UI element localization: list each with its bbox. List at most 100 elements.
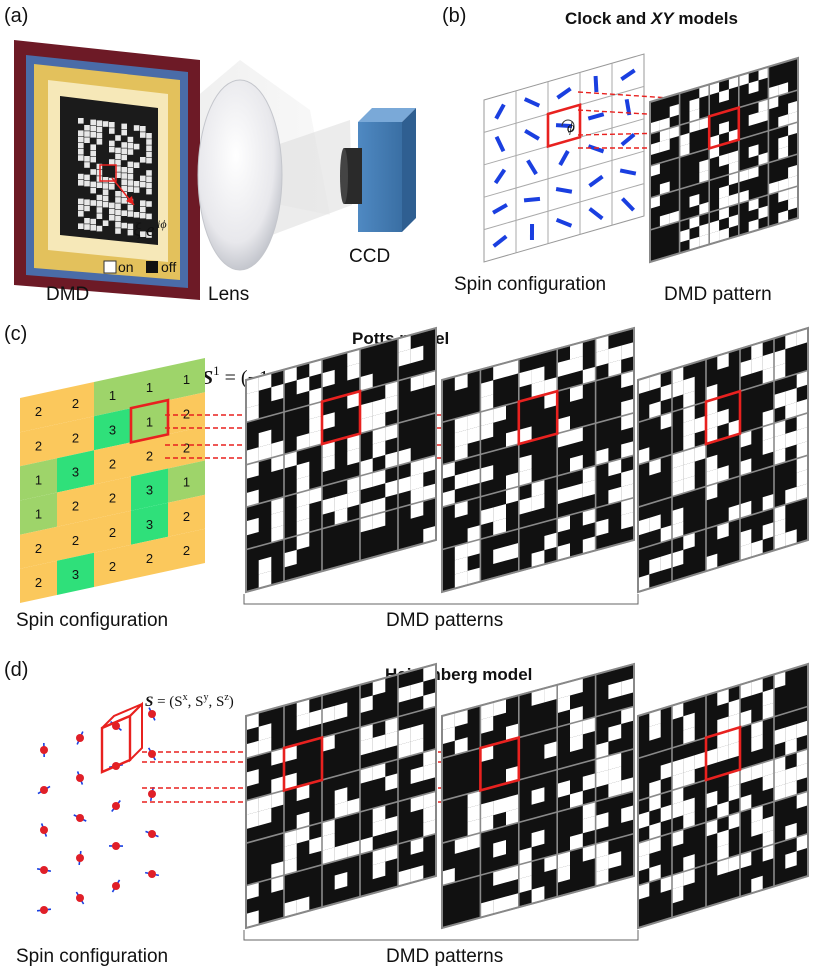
potts-cell-value: 2	[183, 440, 190, 455]
dmd-mirror-on	[582, 366, 596, 385]
chip-mirror-on	[96, 194, 103, 201]
chip-mirror-on	[78, 118, 84, 124]
dmd-mirror-on	[347, 476, 360, 494]
dmd-mirror-on	[778, 135, 789, 150]
chip-mirror-on	[115, 197, 121, 203]
dmd-mirror-on	[246, 376, 259, 395]
chip-mirror-on	[115, 209, 121, 216]
dmd-mirror-on	[683, 755, 695, 773]
dmd-grid-line	[637, 454, 809, 508]
dmd-mirror-on	[717, 801, 729, 819]
dmd-mirror-on	[372, 398, 386, 416]
dmd-mirror-on	[699, 116, 710, 130]
dmd-mirror-on	[762, 688, 774, 707]
dmd-mirror-on	[796, 398, 808, 417]
dmd-mirror-on	[660, 412, 672, 430]
dmd-mirror-on	[347, 447, 360, 466]
dmd-mirror-on	[621, 342, 634, 360]
dmd-mirror-on	[659, 117, 670, 132]
dmd-grid-line	[245, 748, 437, 802]
dmd-mirror-on	[423, 525, 436, 544]
dmd-mirror-on	[672, 549, 684, 568]
dmd-mirror-on	[768, 85, 779, 99]
chip-mirror-on	[140, 206, 146, 213]
panel-b-dmd-label: DMD pattern	[664, 284, 772, 305]
dmd-mirror-on	[740, 458, 752, 476]
xy-spin-arrow	[493, 168, 507, 185]
chip-mirror-on	[84, 156, 90, 162]
dmd-mirror-on	[778, 146, 789, 160]
dmd-mirror-on	[608, 681, 622, 700]
dmd-mirror-on	[360, 836, 373, 855]
dmd-mirror-on	[669, 125, 680, 139]
potts-cell	[131, 400, 168, 443]
chip-mirror-on	[109, 215, 115, 221]
dmd-mirror-on	[683, 854, 695, 872]
dmd-mirror-on	[595, 868, 609, 887]
dmd-mirror-on	[717, 408, 729, 427]
dmd-mirror-on	[788, 122, 798, 136]
dmd-mirror-on	[751, 805, 763, 823]
chip-mirror-on	[90, 187, 96, 194]
ccd-label: CCD	[349, 246, 390, 267]
dmd-mirror-on	[284, 450, 297, 469]
chip-mirror-on	[121, 167, 127, 173]
dmd-mirror-on	[360, 766, 373, 784]
potts-cell	[57, 518, 94, 561]
potts-cell	[57, 484, 94, 527]
dmd-mirror-on	[719, 206, 729, 221]
xy-spin-arrow	[620, 132, 636, 147]
dmd-grid-line	[441, 496, 635, 551]
dmd-mirror-on	[271, 383, 284, 402]
dmd-mirror-on	[796, 791, 808, 809]
dmd-mirror-on	[582, 508, 596, 526]
dmd-mirror-on	[608, 752, 622, 770]
xy-spin-arrow	[588, 174, 604, 188]
potts-cell	[94, 510, 131, 553]
chip-mirror-on	[115, 160, 121, 166]
potts-cell-value: 3	[146, 483, 153, 498]
dmd-mirror-on	[728, 769, 740, 788]
dmd-panel-border	[649, 56, 799, 264]
dmd-mirror-on	[454, 737, 468, 755]
dmd-mirror-on	[660, 875, 672, 893]
dmd-mirror-on	[672, 885, 684, 904]
dmd-cell-highlight	[707, 105, 741, 151]
heisenberg-spin-dot	[76, 774, 84, 782]
dmd-mirror-on	[672, 380, 684, 398]
dmd-mirror-on	[570, 706, 583, 724]
dmd-mirror-on	[774, 532, 786, 551]
dmd-mirror-on	[284, 366, 297, 384]
dmd-chip	[60, 96, 158, 245]
dmd-mirror-on	[683, 726, 695, 745]
dmd-mirror-on	[398, 334, 411, 353]
dmd-mirror-on	[788, 111, 798, 125]
potts-cell-value: 3	[72, 464, 79, 479]
dmd-mirror-on	[360, 472, 373, 491]
dmd-mirror-on	[694, 444, 706, 462]
dmd-mirror-on	[372, 412, 386, 431]
chip-mirror-on	[146, 201, 152, 207]
dmd-mirror-on	[296, 712, 310, 731]
dmd-cell-highlight	[704, 725, 742, 782]
dmd-panel-border	[441, 326, 635, 594]
dmd-mirror-on	[774, 670, 786, 689]
dmd-cell-highlight	[282, 735, 324, 793]
dmd-mirror-on	[660, 553, 672, 571]
dmd-mirror-on	[423, 805, 436, 823]
dmd-mirror-on	[699, 223, 710, 237]
dmd-mirror-on	[751, 734, 763, 752]
chip-mirror-on	[78, 142, 84, 149]
dmd-mirror-on	[621, 469, 634, 487]
dmd-mirror-on	[717, 352, 729, 370]
chip-mirror-on	[78, 136, 84, 143]
chip-mirror-on	[115, 135, 121, 141]
dmd-mirror-on	[762, 493, 774, 512]
dmd-mirror-on	[493, 868, 506, 886]
dmd-mirror-on	[706, 818, 718, 837]
chip-mirror-on	[84, 205, 90, 212]
heisenberg-dmd-patterns	[245, 662, 809, 930]
dmd-mirror-on	[672, 366, 684, 384]
chip-mirror-on	[133, 181, 140, 187]
dmd-mirror-on	[740, 500, 752, 519]
